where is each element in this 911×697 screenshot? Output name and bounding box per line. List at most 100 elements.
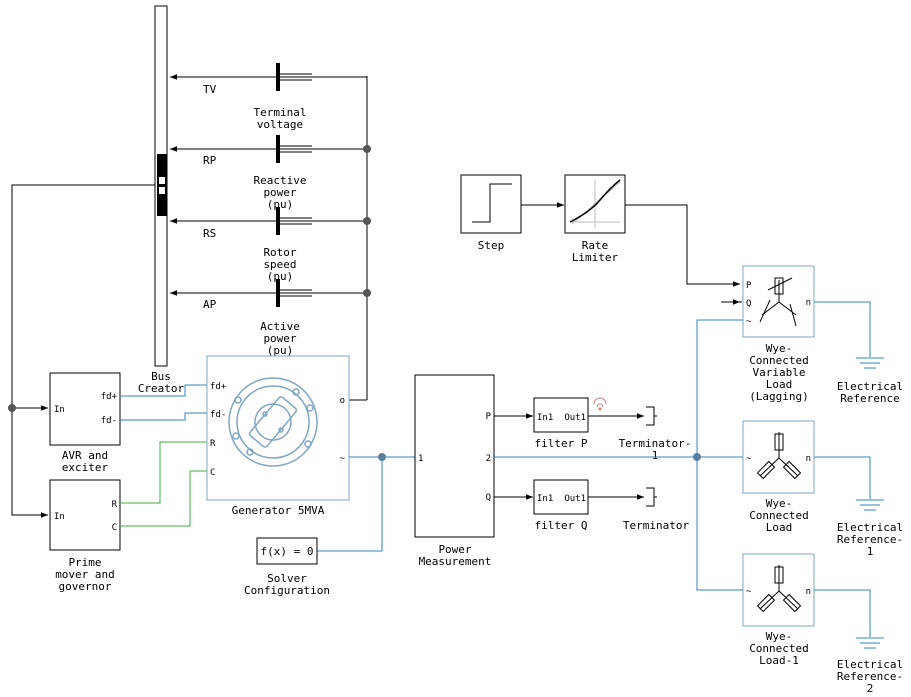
filter-p-label: filter P [535,437,588,450]
power-meas-label-2: Measurement [419,555,492,568]
gen-port-o: o [340,396,345,406]
pm-label-2: mover and [55,568,115,581]
pm-port-c: C [112,523,117,533]
branch-dot [8,404,16,412]
rs-label-2: speed [263,258,296,271]
rate-limiter-block[interactable] [564,174,626,234]
load-feeder-line[interactable] [696,319,743,591]
filter-q-label: filter Q [535,519,588,532]
step-block[interactable] [460,174,522,234]
bus-selector-icon [157,154,167,216]
ground-icon [856,357,884,369]
load1-label-1: Wye- [766,630,793,643]
wireless-signal-icon [593,397,607,411]
load1-label-2: Connected [749,642,809,655]
ap-signal-label: AP [203,298,217,311]
generator-block[interactable]: fd+ fd- R C o ~ [206,355,350,501]
gen-port-c: C [210,468,215,478]
ref2-label-1: Electrical [837,658,903,671]
wye-load-icon [756,565,802,613]
pm-label-3: governor [59,580,112,593]
varload-port-tilde: ~ [746,317,752,327]
power-measurement-block[interactable]: 1 P 2 Q [414,374,495,538]
varload-port-p: P [746,281,752,291]
terminator-1-block[interactable] [646,406,657,426]
prime-mover-block[interactable]: In R C [49,479,121,551]
avr-port-in: In [54,405,65,415]
avr-label-2: exciter [62,461,109,474]
variable-load-block[interactable]: P Q ~ n [742,265,815,338]
gen-port-tilde: ~ [340,454,346,464]
load1-port-tilde: ~ [746,587,752,597]
ref1-label-1: Electrical [837,521,903,534]
pm-out-p: P [486,412,492,422]
avr-block[interactable]: In fd+ fd- [49,372,121,446]
r-connection[interactable] [120,441,207,504]
terminator-block[interactable] [646,487,657,507]
avr-port-fdp: fd+ [101,392,118,402]
ap-selector-icon [276,279,280,307]
load1-port-n: n [806,587,811,597]
filter-p-in: In1 [537,413,553,423]
rl-label-2: Limiter [572,251,619,264]
varload-port-q: Q [746,299,751,309]
rp-selector-icon [276,135,280,163]
fdm-connection[interactable] [120,412,207,421]
variable-wye-load-icon [759,277,797,327]
bus-signal-line[interactable] [11,184,155,518]
load-label-2: Connected [749,509,809,522]
pm-out-q: Q [486,493,491,503]
rl-to-load-line[interactable] [625,204,740,287]
rl-label-1: Rate [582,239,609,252]
rs-label-3: (pu) [267,270,294,283]
tv-label-2: voltage [257,118,303,131]
solver-connection[interactable] [317,457,383,552]
load-label-1: Wye- [766,497,793,510]
ap-label-3: (pu) [267,344,294,357]
ref-connection[interactable] [814,301,871,357]
pm-port-in: In [54,512,65,522]
pm-in-1: 1 [418,454,423,464]
filter-q-in: In1 [537,494,553,504]
load-1-block[interactable]: ~ n [742,553,815,627]
ref-label-2: Reference [840,392,900,405]
solver-equation: f(x) = 0 [261,545,314,558]
filter-q-block[interactable]: In1 Out1 [533,479,589,515]
load-label-3: Load [766,521,793,534]
varload-label-3: Variable [753,366,806,379]
bus-creator-label-1: Bus [151,370,171,383]
ap-label-2: power [263,332,296,345]
ref-2-connection[interactable] [814,589,871,637]
bus-creator-block[interactable] [154,5,168,367]
synchronous-machine-icon [228,377,318,467]
c-connection[interactable] [120,470,207,527]
power-meas-label-1: Power [438,543,471,556]
pm-label-1: Prime [68,556,101,569]
varload-label-4: Load [766,378,793,391]
bus-creator-label-2: Creator [138,382,185,395]
varload-label-1: Wye- [766,342,793,355]
rs-label-1: Rotor [263,246,296,259]
gen-port-fdm: fd- [210,410,226,420]
ref-1-connection[interactable] [814,456,871,499]
avr-port-fdm: fd- [101,416,117,426]
ref2-label-2: Reference- [837,670,903,683]
fdp-connection[interactable] [120,384,207,397]
terminator-label: Terminator [623,519,690,532]
gen-port-fdp: fd+ [210,382,227,392]
solver-label-1: Solver [267,572,307,585]
tv-signal-label: TV [203,83,217,96]
filter-p-block[interactable]: In1 Out1 [533,397,589,433]
tv-label-1: Terminal [254,106,307,119]
solver-configuration-block[interactable]: f(x) = 0 [256,537,318,565]
wye-load-icon [756,432,802,480]
rs-selector-icon [276,207,280,235]
load-block[interactable]: ~ n [742,420,815,494]
ground-icon [856,499,884,511]
load1-label-3: Load-1 [759,654,799,667]
generator-label: Generator 5MVA [232,504,325,517]
load-port-n: n [806,454,811,464]
avr-label-1: AVR and [62,449,108,462]
solver-label-2: Configuration [244,584,330,597]
